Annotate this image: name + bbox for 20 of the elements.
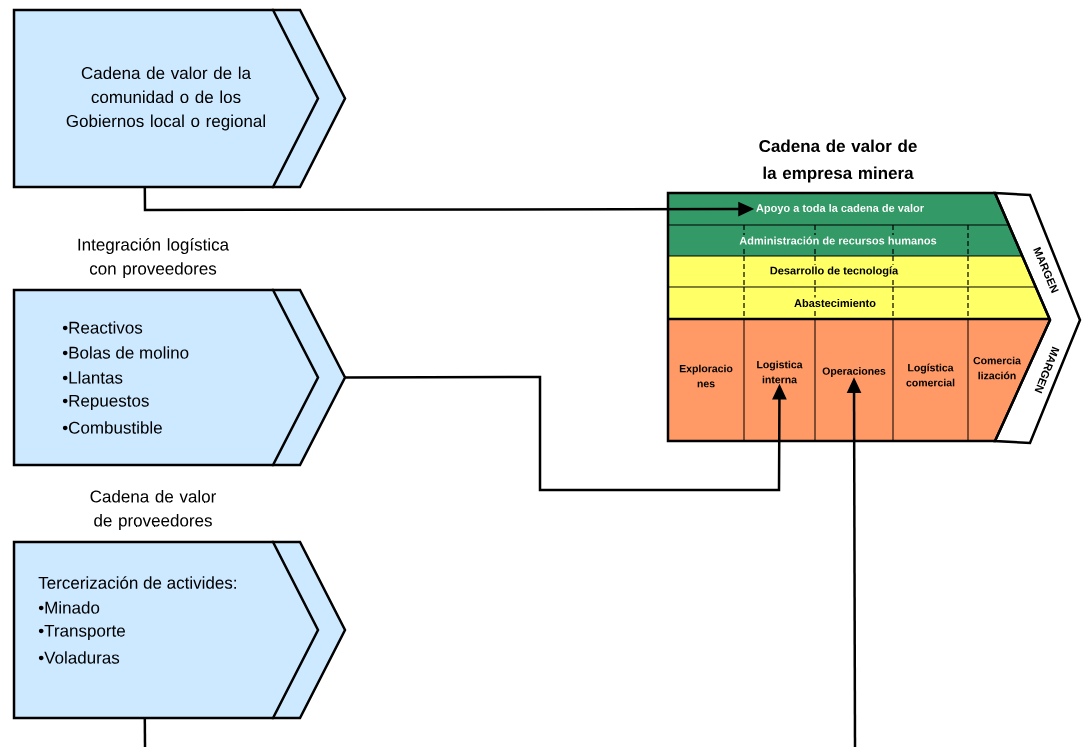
chart-title: Cadena de valor de la empresa minera [759,139,917,183]
primary-activity-cell: Operaciones [815,319,893,441]
node-label: Logistica interna [757,360,803,384]
node-label: Logística comercial [906,363,955,387]
primary-activity-cell: Logistica interna [744,319,815,441]
node-label: Abastecimiento [794,298,876,308]
chevron-box: Tercerización de activides: •Minado •Transporte •Voladuras [12,540,347,720]
heading: Integración logística con proveedores [78,238,230,278]
support-activity-row: Abastecimiento [668,286,1050,320]
primary-activity-cell: Logística comercial [893,319,968,441]
connector-arrow [345,375,787,492]
chevron-box: Cadena de valor de la comunidad o de los Gobiernos local o regional [12,8,347,189]
primary-activity-cell: Exploracio nes [668,319,744,441]
node-label: Apoyo a toda la cadena de valor [756,203,924,215]
node-label: Operaciones [822,367,886,377]
node-label: Desarrollo de tecnología [770,266,899,277]
heading: Cadena de valor de proveedores [90,490,216,530]
chevron-box: •Reactivos •Bolas de molino •Llantas •Repuestos •Combustible [12,288,347,467]
node-label: Exploracio nes [679,364,733,388]
node-label: Administración de recursos humanos [739,236,937,245]
